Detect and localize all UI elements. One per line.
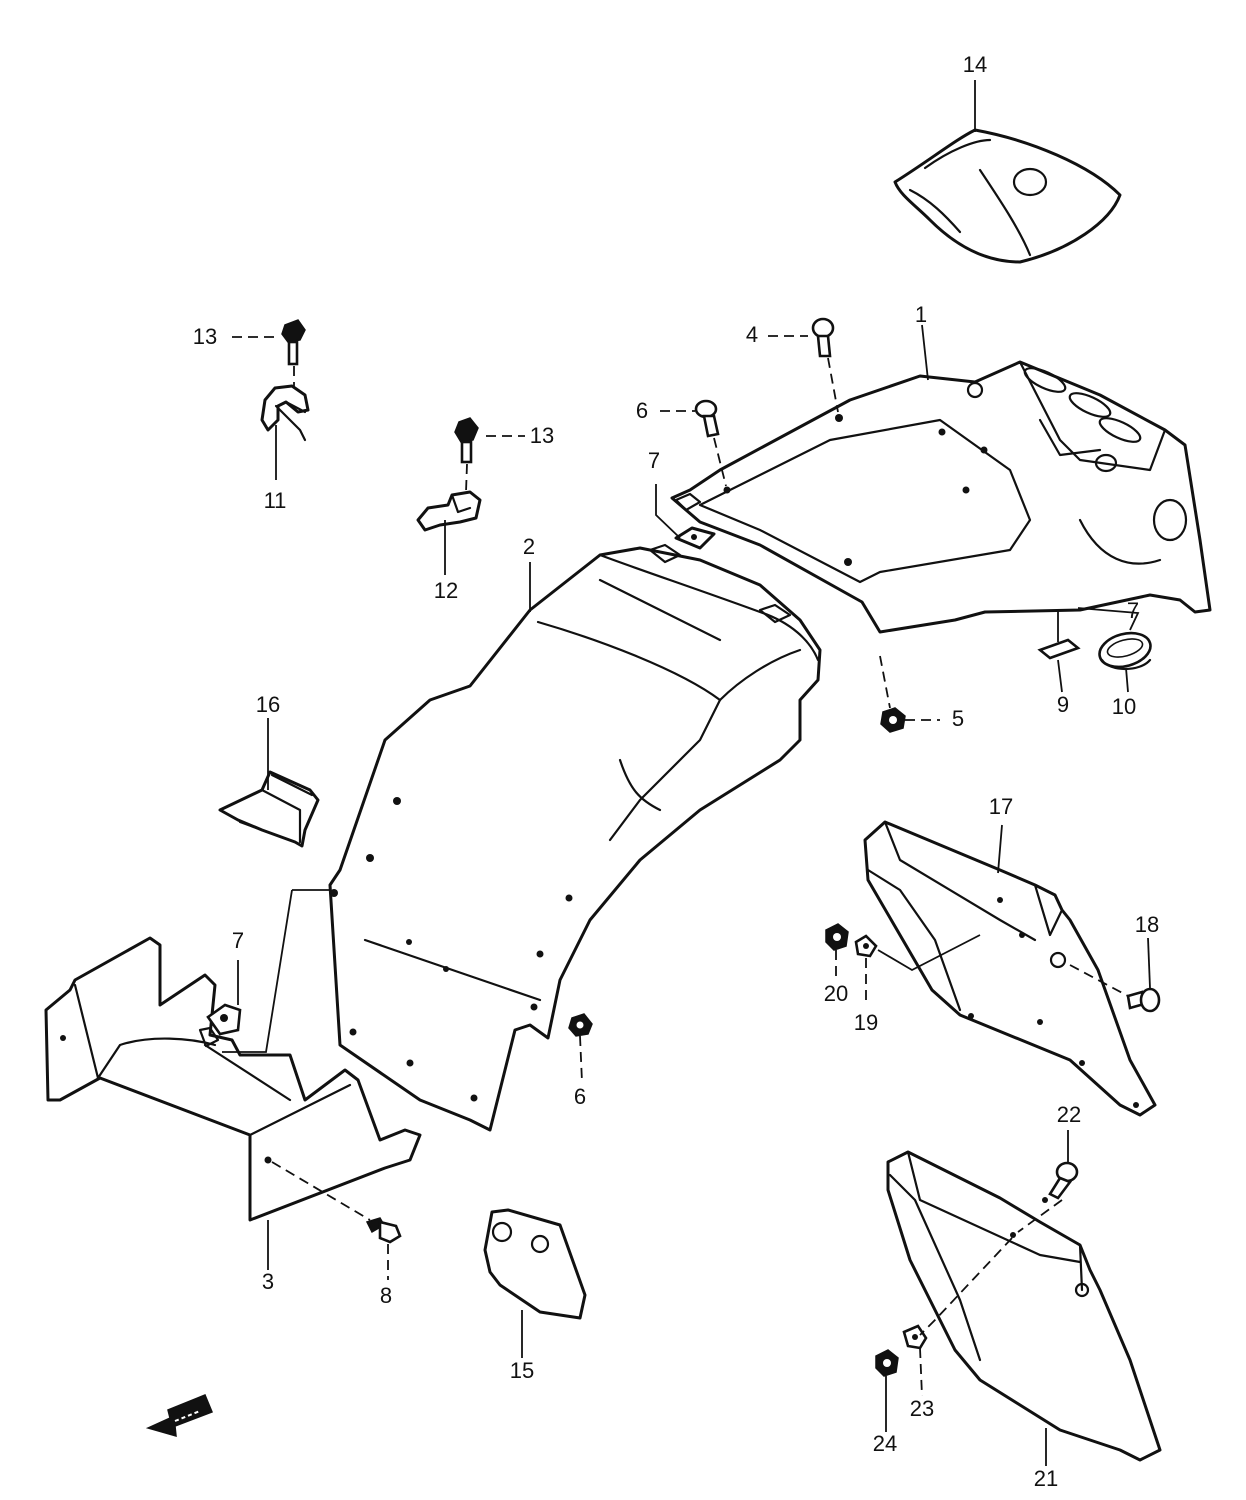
callout-24: 24 <box>873 1431 897 1456</box>
part-10-grommet[interactable] <box>1096 628 1155 672</box>
callout-2: 2 <box>523 534 535 559</box>
callout-20: 20 <box>824 981 848 1006</box>
front-direction-arrow-icon <box>145 1394 213 1438</box>
part-24-nut[interactable] <box>875 1349 899 1377</box>
part-12-clip[interactable] <box>416 490 482 532</box>
part-5-nut[interactable] <box>880 707 906 733</box>
part-23-washer[interactable] <box>902 1324 928 1350</box>
part-9-pad[interactable] <box>1037 638 1081 660</box>
callout-5: 5 <box>952 706 964 731</box>
part-3-lower-bracket[interactable] <box>44 936 422 1222</box>
part-15-reflector-plate[interactable] <box>483 1208 587 1320</box>
part-7-grommet-upper[interactable] <box>674 526 716 550</box>
part-13-bolt-b[interactable] <box>454 417 479 464</box>
callout-7-left: 7 <box>232 928 244 953</box>
part-21-side-cover-lower[interactable] <box>886 1150 1162 1462</box>
callout-13-right: 13 <box>530 423 554 448</box>
callout-12: 12 <box>434 578 458 603</box>
callout-6-upper: 6 <box>636 398 648 423</box>
part-13-bolt-a[interactable] <box>281 319 306 366</box>
callout-9: 9 <box>1057 692 1069 717</box>
part-6-screw-upper[interactable] <box>694 399 720 438</box>
part-18-screw[interactable] <box>1126 987 1161 1013</box>
part-2-rear-fender-main[interactable] <box>328 543 822 1132</box>
part-4-screw[interactable] <box>811 317 835 358</box>
callout-18: 18 <box>1135 912 1159 937</box>
callout-19: 19 <box>854 1010 878 1035</box>
callout-1: 1 <box>915 302 927 327</box>
callout-11: 11 <box>264 488 287 513</box>
part-8-nut[interactable] <box>365 1217 402 1244</box>
part-7-clip-lower[interactable] <box>206 1003 242 1036</box>
callout-14: 14 <box>963 52 987 77</box>
part-14-cushion[interactable] <box>893 128 1122 264</box>
callout-10: 10 <box>1112 694 1136 719</box>
part-17-side-bracket-right[interactable] <box>863 820 1157 1117</box>
callout-22: 22 <box>1057 1102 1081 1127</box>
part-11-cable-clamp[interactable] <box>260 384 310 442</box>
part-20-nut[interactable] <box>825 923 849 951</box>
callout-6-lower: 6 <box>574 1084 586 1109</box>
callout-4: 4 <box>746 322 758 347</box>
callout-8: 8 <box>380 1283 392 1308</box>
callout-23: 23 <box>910 1396 934 1421</box>
part-6-nut-lower[interactable] <box>568 1013 593 1037</box>
part-1-rear-fender-upper[interactable] <box>670 360 1212 634</box>
callout-labels: 14 1 4 6 7 13 13 11 12 2 5 7 9 10 16 17 … <box>193 52 1159 1491</box>
callout-13-left: 13 <box>193 324 217 349</box>
callout-7-upper: 7 <box>648 448 660 473</box>
part-16-small-bracket[interactable] <box>218 770 320 848</box>
callout-16: 16 <box>256 692 280 717</box>
callout-15: 15 <box>510 1358 534 1383</box>
callout-21: 21 <box>1034 1466 1058 1491</box>
callout-7-right: 7 <box>1127 598 1139 623</box>
leader-lines <box>222 80 1151 1466</box>
part-22-screw[interactable] <box>1048 1161 1079 1200</box>
callout-17: 17 <box>989 794 1013 819</box>
callout-3: 3 <box>262 1269 274 1294</box>
part-19-washer[interactable] <box>854 934 878 958</box>
